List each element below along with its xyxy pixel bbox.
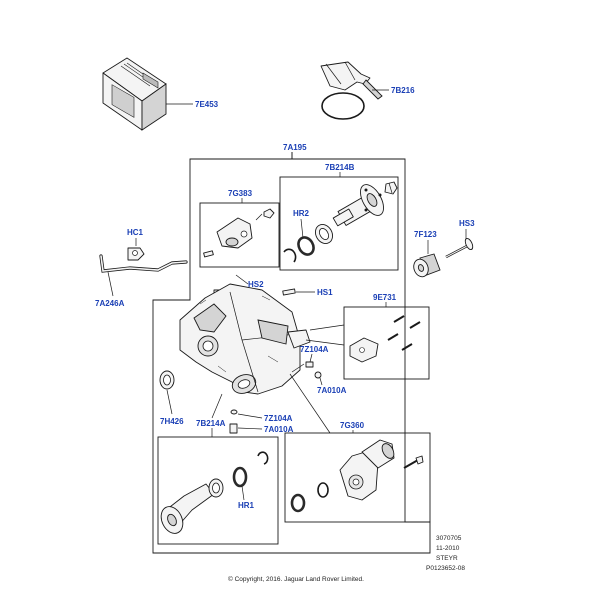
label-7F123[interactable]: 7F123 [414,230,437,239]
sensor-group-frame [199,202,280,268]
label-7G383[interactable]: 7G383 [228,189,253,198]
output-flange-group-frame [279,176,399,271]
label-7B214A[interactable]: 7B214A [196,419,226,428]
label-HR2[interactable]: HR2 [293,209,310,218]
output-flange-part[interactable] [332,181,388,227]
rear-circlip-part[interactable] [257,451,269,465]
rear-snap-ring-part[interactable] [232,466,248,488]
rear-flange-group-frame [157,436,279,545]
drawing-plant: STEYR [436,555,458,562]
circlip-front-part[interactable] [283,248,297,263]
label-7A010A-upper[interactable]: 7A010A [317,386,347,395]
label-HS2[interactable]: HS2 [248,280,264,289]
position-sensor-part[interactable] [216,217,253,249]
left-seal-part[interactable] [159,370,175,390]
bracket-kit-frame [343,306,430,380]
drawing-reference: P0123652-08 [426,565,465,572]
copyright-notice: © Copyright, 2016. Jaguar Land Rover Lim… [228,575,364,583]
o-ring-part[interactable] [321,92,365,120]
control-module-part[interactable] [102,57,167,131]
label-7A195[interactable]: 7A195 [283,143,307,152]
shift-motor-part[interactable] [339,439,396,501]
rubber-mount-part[interactable] [411,253,441,279]
label-9E731[interactable]: 9E731 [373,293,397,302]
washer-lower-part[interactable] [230,409,238,415]
washer-upper-part[interactable] [314,371,322,379]
drawing-date: 11-2010 [436,545,460,552]
mount-bolt-part[interactable] [445,237,474,259]
screw-hs1-part[interactable] [282,288,296,296]
sensor-bolt-part[interactable] [255,208,275,221]
wire-clip-part[interactable] [127,247,145,261]
label-7Z104A-upper[interactable]: 7Z104A [300,345,329,354]
transfer-case-part[interactable] [179,283,311,397]
motor-bolt-part[interactable] [403,455,424,469]
rear-seal-part[interactable] [208,478,224,498]
sealant-tube-part[interactable] [320,61,383,100]
label-HS1[interactable]: HS1 [317,288,333,297]
flange-nut-part[interactable] [384,181,398,195]
label-HC1[interactable]: HC1 [127,228,144,237]
drain-plug-upper-part[interactable] [305,361,314,368]
motor-kit-frame [284,432,431,523]
breather-harness-part[interactable] [99,254,188,273]
sensor-pin-part[interactable] [203,250,214,258]
assembly-frame [152,152,431,554]
label-7A010A-lower[interactable]: 7A010A [264,425,294,434]
label-7E453[interactable]: 7E453 [195,100,219,109]
drawing-code: 3070705 [436,535,462,542]
label-7A246A[interactable]: 7A246A [95,299,125,308]
shift-bracket-part[interactable] [349,337,379,363]
drain-plug-lower-part[interactable] [229,423,238,434]
label-7H426[interactable]: 7H426 [160,417,184,426]
snap-ring-front-part[interactable] [295,235,316,258]
bracket-bolts-part[interactable] [387,315,421,351]
label-HS3[interactable]: HS3 [459,219,475,228]
label-7Z104A-lower[interactable]: 7Z104A [264,414,293,423]
motor-seal-part[interactable] [317,482,329,498]
motor-snap-ring-part[interactable] [290,493,306,513]
label-7G360[interactable]: 7G360 [340,421,365,430]
output-seal-part[interactable] [312,221,336,246]
label-7B214B[interactable]: 7B214B [325,163,355,172]
rear-output-shaft-part[interactable] [157,483,215,537]
label-HR1[interactable]: HR1 [238,501,255,510]
label-7B216[interactable]: 7B216 [391,86,415,95]
